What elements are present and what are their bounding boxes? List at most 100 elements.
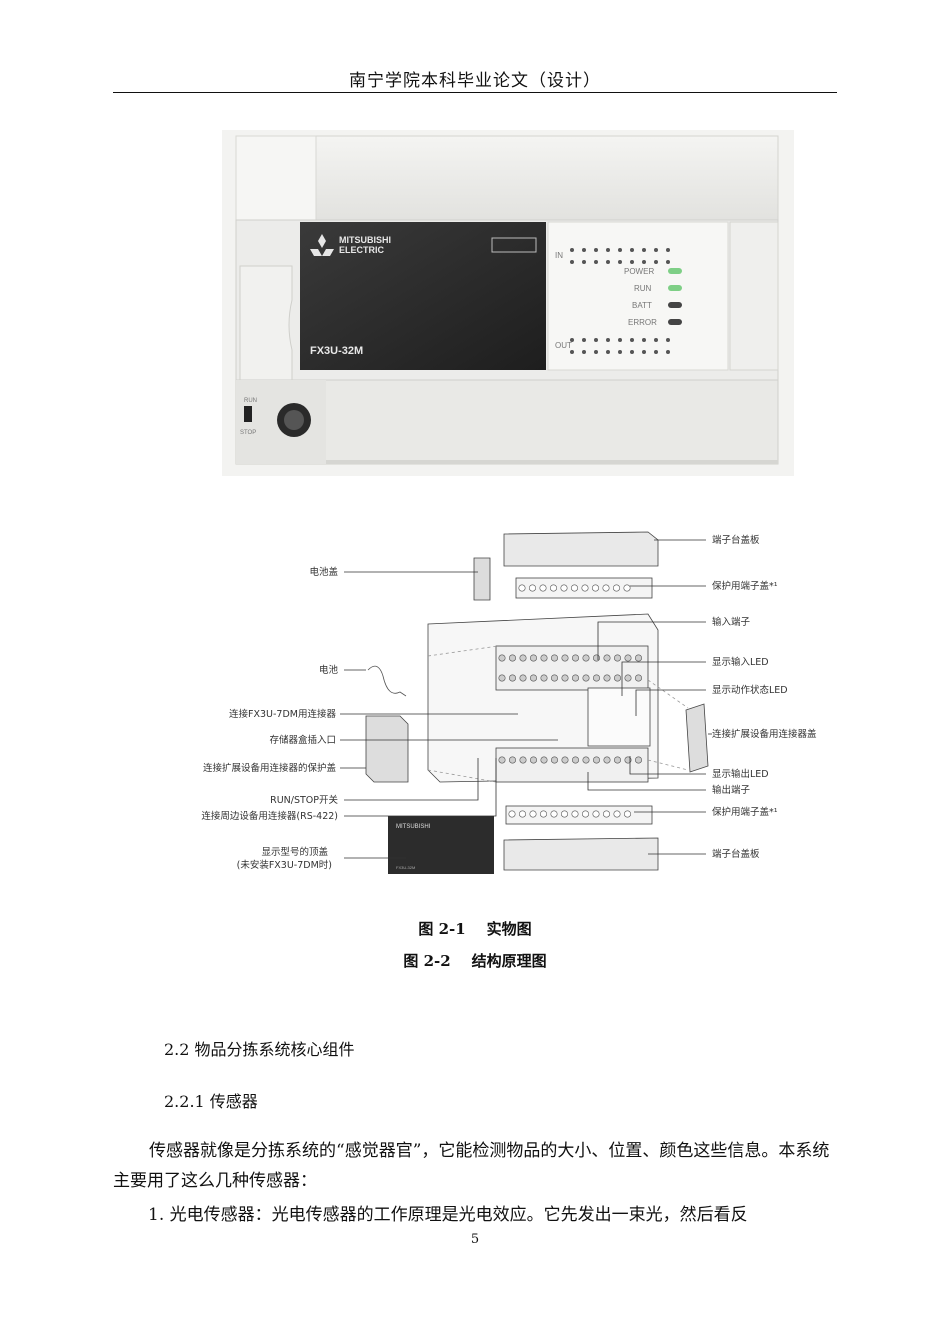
io-led-dot — [654, 338, 658, 342]
io-led-dot — [666, 260, 670, 264]
run-stop-switch — [244, 406, 252, 422]
led-batt-label: BATT — [632, 301, 652, 310]
io-led-dot — [642, 350, 646, 354]
io-led-dot — [582, 260, 586, 264]
io-led-dot — [630, 350, 634, 354]
terminal-dot — [498, 654, 506, 662]
terminal-dot — [560, 584, 568, 592]
paragraph-sensors-intro: 传感器就像是分拣系统的“感觉器官”，它能检测物品的大小、位置、颜色这些信息。本系… — [113, 1141, 830, 1191]
switch-stop-label: STOP — [240, 430, 256, 436]
terminal-dot — [540, 756, 548, 764]
terminal-dot — [591, 584, 599, 592]
terminal-dot — [603, 756, 611, 764]
label-run-stop: RUN/STOP开关 — [270, 794, 338, 806]
terminal-dot — [518, 810, 526, 818]
io-led-dot — [606, 338, 610, 342]
led-power-label: POWER — [624, 267, 654, 276]
io-led-dot — [666, 248, 670, 252]
terminal-dot — [592, 654, 600, 662]
label-top-cover-2: (未安装FX3U-7DM时) — [237, 859, 332, 871]
section-2-2-heading: 2.2 物品分拣系统核心组件 — [164, 1040, 355, 1059]
label-input-terminal: 输入端子 — [712, 616, 751, 628]
terminal-dot — [571, 674, 579, 682]
terminal-dot — [581, 584, 589, 592]
terminal-dot — [571, 654, 579, 662]
io-led-dot — [582, 350, 586, 354]
label-terminal-cover-top: 端子台盖板 — [712, 534, 760, 546]
terminal-dot — [498, 756, 506, 764]
label-7dm-connector: 连接FX3U-7DM用连接器 — [229, 708, 336, 720]
terminal-dot — [540, 654, 548, 662]
io-led-dot — [570, 350, 574, 354]
led-run-label: RUN — [634, 284, 652, 293]
terminal-dots — [498, 584, 642, 818]
terminal-dot — [540, 674, 548, 682]
terminal-dot — [613, 654, 621, 662]
io-led-dot — [570, 248, 574, 252]
switch-run-label: RUN — [244, 398, 257, 404]
label-top-cover-1: 显示型号的顶盖 — [261, 846, 328, 858]
terminal-dot — [571, 756, 579, 764]
io-led-dot — [654, 350, 658, 354]
terminal-dot — [634, 756, 642, 764]
terminal-dot — [602, 584, 610, 592]
brand-line1: MITSUBISHI — [339, 235, 391, 245]
terminal-dot — [634, 674, 642, 682]
terminal-dot — [550, 756, 558, 764]
terminal-dot — [623, 584, 631, 592]
section-2-2-1-heading: 2.2.1 传感器 — [164, 1092, 258, 1111]
terminal-dot — [529, 756, 537, 764]
io-led-dot — [666, 338, 670, 342]
terminal-dot — [518, 584, 526, 592]
run-led — [668, 285, 682, 291]
page-number: 5 — [470, 1232, 480, 1247]
io-led-dot — [618, 350, 622, 354]
io-led-dot — [642, 338, 646, 342]
terminal-dot — [571, 810, 579, 818]
label-terminal-cover-bottom: 端子台盖板 — [712, 848, 760, 860]
terminal-dot — [508, 674, 516, 682]
label-output-led: 显示输出LED — [712, 768, 769, 780]
terminal-dot — [592, 674, 600, 682]
terminal-dot — [582, 654, 590, 662]
io-led-dot — [594, 338, 598, 342]
terminal-dot — [624, 756, 632, 764]
plc-structure-diagram: MITSUBISHI FX3U-32M 电池盖 电池 连接FX3U-7DM用连接… — [178, 520, 838, 898]
label-status-led: 显示动作状态LED — [712, 684, 788, 696]
terminal-dot — [561, 654, 569, 662]
list-item-photoelectric: 1. 光电传感器：光电传感器的工作原理是光电效应。它先发出一束光，然后看反 — [148, 1205, 748, 1225]
terminal-dot — [570, 584, 578, 592]
model-label: FX3U-32M — [310, 345, 363, 357]
terminal-dot — [623, 810, 631, 818]
io-led-dot — [618, 260, 622, 264]
terminal-dot — [613, 756, 621, 764]
io-led-dot — [570, 260, 574, 264]
terminal-dot — [582, 756, 590, 764]
terminal-dot — [519, 756, 527, 764]
terminal-dot — [539, 584, 547, 592]
label-ext-device-cover: 连接扩展设备用连接器盖 — [712, 728, 817, 740]
terminal-dot — [624, 674, 632, 682]
terminal-dot — [560, 810, 568, 818]
io-led-dot — [654, 248, 658, 252]
label-rs422: 连接周边设备用连接器(RS-422) — [201, 810, 338, 822]
io-led-dot — [654, 260, 658, 264]
io-led-dots — [570, 248, 670, 354]
figure-2-1-caption: 图 2-1 实物图 — [418, 920, 532, 938]
io-led-dot — [642, 248, 646, 252]
led-error-label: ERROR — [628, 318, 657, 327]
plc-photo: MITSUBISHI ELECTRIC FX3U-32M IN OUT POWE… — [222, 130, 794, 476]
io-led-dot — [666, 350, 670, 354]
terminal-dot — [603, 674, 611, 682]
io-led-dot — [606, 350, 610, 354]
terminal-dot — [613, 810, 621, 818]
terminal-dot — [550, 674, 558, 682]
io-led-dot — [630, 260, 634, 264]
terminal-dot — [634, 654, 642, 662]
terminal-dot — [498, 674, 506, 682]
terminal-dot — [549, 584, 557, 592]
terminal-dot — [539, 810, 547, 818]
terminal-dot — [519, 674, 527, 682]
label-memory-slot: 存储器盒插入口 — [269, 734, 336, 746]
body-paragraph: 传感器就像是分拣系统的“感觉器官”，它能检测物品的大小、位置、颜色这些信息。本系… — [113, 1136, 837, 1196]
